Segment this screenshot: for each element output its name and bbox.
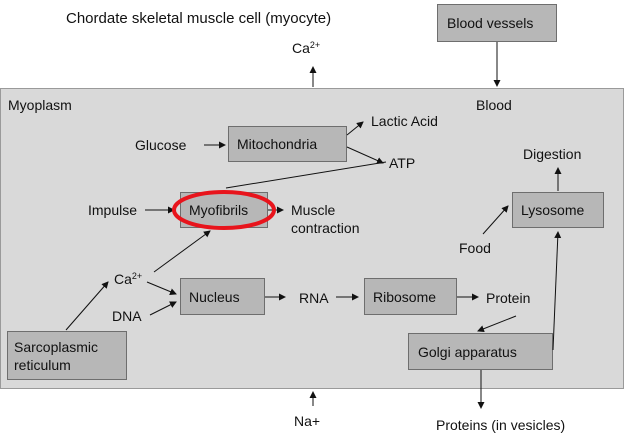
digestion-label: Digestion xyxy=(523,146,582,162)
ca-mid-sup: 2+ xyxy=(131,271,143,281)
glucose-label: Glucose xyxy=(135,137,187,153)
contraction-label: contraction xyxy=(291,220,360,236)
golgi-apparatus-box: Golgi apparatus xyxy=(408,333,553,370)
golgi-label: Golgi apparatus xyxy=(418,343,517,360)
arrow-food-lysosome xyxy=(482,205,509,235)
myofibrils-label: Myofibrils xyxy=(189,202,249,218)
lysosome-box: Lysosome xyxy=(512,192,604,228)
food-label: Food xyxy=(459,240,491,256)
diagram-title: Chordate skeletal muscle cell (myocyte) xyxy=(66,10,332,27)
rna-label: RNA xyxy=(299,290,329,306)
sarcoplasmic-reticulum-box: Sarcoplasmic reticulum xyxy=(7,331,127,380)
arrow-protein-golgi xyxy=(477,315,517,333)
arrow-mito-lactic xyxy=(346,121,364,136)
myoplasm-label: Myoplasm xyxy=(8,97,72,113)
lactic-acid-label: Lactic Acid xyxy=(371,113,438,129)
reticulum-label: reticulum xyxy=(14,356,71,373)
protein-label: Protein xyxy=(486,290,531,306)
ribosome-label: Ribosome xyxy=(373,288,437,305)
ca-top-label: Ca2+ xyxy=(292,40,320,56)
ca-top-text: Ca xyxy=(292,40,310,56)
mitochondria-box: Mitochondria xyxy=(228,126,347,162)
nucleus-label: Nucleus xyxy=(189,288,240,305)
blood-vessels-label: Blood vessels xyxy=(447,15,534,31)
arrow-ca-myofibrils xyxy=(153,230,211,273)
impulse-label: Impulse xyxy=(88,202,138,218)
ca-mid-label: Ca2+ xyxy=(114,271,142,287)
arrow-mito-atp xyxy=(346,146,384,164)
lysosome-label: Lysosome xyxy=(521,202,585,218)
myofibrils-box: Myofibrils xyxy=(180,192,268,228)
blood-vessels-box: Blood vessels xyxy=(437,4,557,42)
dna-label: DNA xyxy=(112,308,142,324)
muscle-label: Muscle xyxy=(291,202,336,218)
blood-label: Blood xyxy=(476,97,512,113)
nucleus-box: Nucleus xyxy=(180,278,265,315)
arrow-ca-nucleus xyxy=(146,281,177,295)
arrow-golgi-lysosome xyxy=(552,231,562,351)
sarcoplasmic-label: Sarcoplasmic xyxy=(14,338,99,355)
myofibrils-highlight-ellipse xyxy=(172,190,276,230)
ribosome-box: Ribosome xyxy=(364,278,457,315)
na-label: Na+ xyxy=(294,413,321,429)
proteins-vesicles-label: Proteins (in vesicles) xyxy=(436,417,566,433)
line-atp-myofibrils xyxy=(225,161,387,189)
atp-label: ATP xyxy=(389,155,416,171)
mitochondria-label: Mitochondria xyxy=(237,136,318,152)
arrow-dna-nucleus xyxy=(149,301,177,316)
ca-top-sup: 2+ xyxy=(309,40,321,50)
ca-mid-text: Ca xyxy=(114,271,132,287)
arrow-sr-ca xyxy=(65,281,109,331)
